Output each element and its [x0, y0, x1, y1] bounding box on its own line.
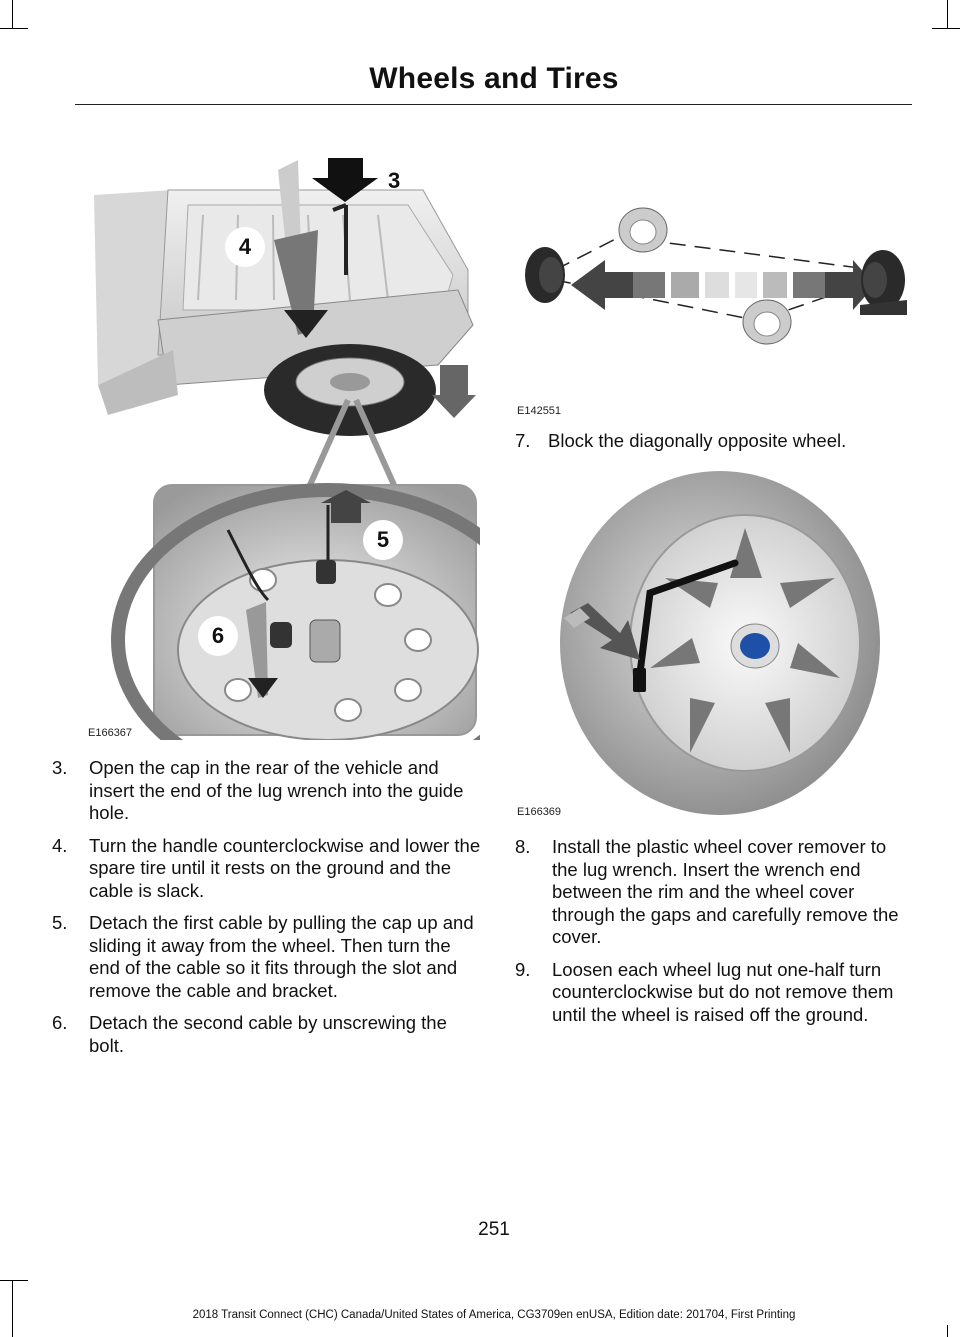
step-number: 5. [52, 912, 68, 933]
crop-mark [947, 0, 948, 28]
step-number: 7. [515, 430, 531, 451]
diagonal-wheels-figure [515, 200, 910, 365]
step-number: 4. [52, 834, 68, 856]
callout-4: 4 [225, 227, 265, 267]
steps-left-list: 3. Open the cap in the rear of the vehicl… [52, 757, 482, 1067]
step-text: Open the cap in the rear of the vehicle … [89, 757, 464, 823]
page-title: Wheels and Tires [369, 62, 619, 95]
wheel-top [618, 207, 668, 253]
wheel-left [525, 247, 565, 303]
crop-mark [932, 28, 960, 29]
step-number: 6. [52, 1012, 68, 1033]
list-item: 4. Turn the handle counterclockwise and l… [52, 835, 482, 903]
list-item: 3. Open the cap in the rear of the vehicl… [52, 757, 482, 825]
list-item: 8. Install the plastic wheel cover remove… [515, 836, 915, 949]
wheel-right [860, 250, 907, 315]
crop-mark [947, 1325, 948, 1337]
step-text: Detach the second cable by unscrewing th… [89, 1012, 447, 1056]
list-item: 5. Detach the first cable by pulling the … [52, 912, 482, 1002]
step-text: Turn the handle counterclockwise and low… [89, 834, 481, 901]
crop-mark [0, 1280, 28, 1281]
wheel-cover-removal-figure [540, 468, 910, 816]
list-item: 6. Detach the second cable by unscrewing … [52, 1012, 482, 1057]
figure-code-left: E166367 [88, 727, 133, 739]
callout-3: 3 [388, 168, 401, 193]
steps-right-list: 8. Install the plastic wheel cover remove… [515, 836, 915, 1036]
page-number: 251 [478, 1219, 510, 1240]
header-divider [75, 104, 912, 105]
callout-5: 5 [363, 520, 403, 560]
step-7: 7. Block the diagonally opposite wheel. [515, 430, 915, 453]
step-text: Detach the first cable by pulling the ca… [89, 912, 474, 1001]
step-text: Loosen each wheel lug nut one-half turn … [552, 958, 894, 1025]
footer-edition-info: 2018 Transit Connect (CHC) Canada/United… [192, 1309, 796, 1321]
step-number: 8. [515, 836, 531, 857]
callout-6: 6 [198, 616, 238, 656]
list-item: 9. Loosen each wheel lug nut one-half tur… [515, 959, 915, 1027]
wheel-bottom [742, 299, 792, 345]
figure-code-wheel: E166369 [517, 806, 562, 818]
crop-mark [12, 1280, 13, 1337]
crop-mark [0, 28, 28, 29]
step-number: 3. [52, 757, 68, 778]
step-text: Block the diagonally opposite wheel. [548, 430, 847, 451]
crop-mark [12, 0, 13, 28]
step-number: 9. [515, 958, 531, 980]
step-text: Install the plastic wheel cover remover … [552, 836, 899, 947]
figure-code-rotation: E142551 [517, 405, 562, 417]
spare-tire-lowering-figure: 3 4 5 6 [88, 150, 545, 797]
